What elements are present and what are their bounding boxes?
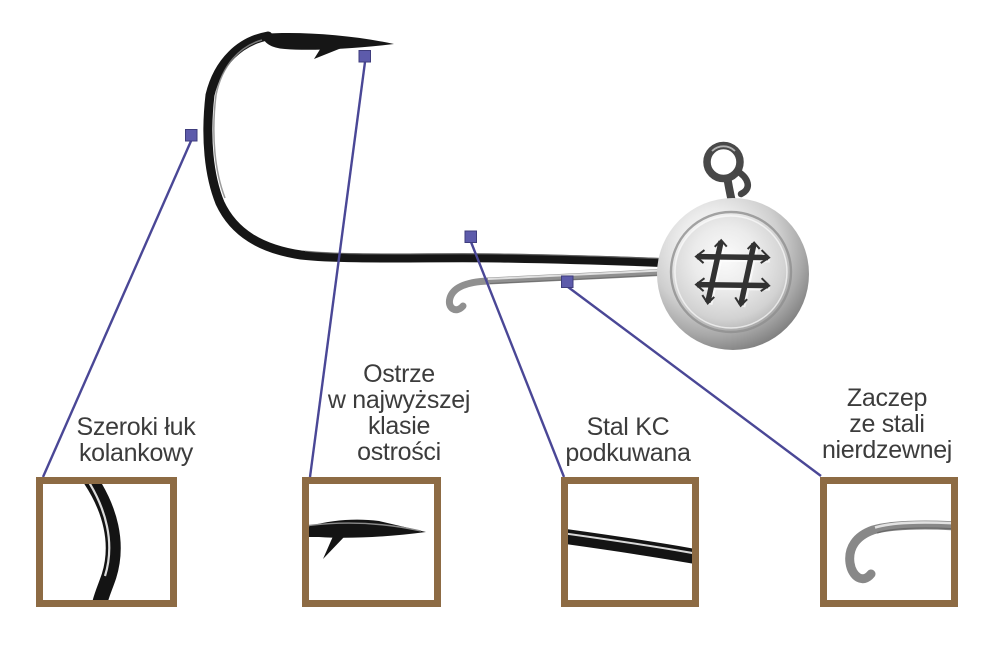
callout-line-point: [308, 61, 367, 478]
callout-marker-bend: [185, 129, 198, 142]
label-line: w najwyższej: [327, 386, 471, 414]
label-line: Szeroki łuk: [76, 413, 196, 441]
callout-markers: [185, 50, 574, 288]
callout-marker-keeper: [561, 275, 574, 288]
callout-label-bend: Szeroki łuk kolankowy: [77, 414, 196, 466]
detail-box-shank: [561, 477, 699, 607]
callout-label-shank: Stal KC podkuwana: [565, 414, 690, 466]
label-line: Zaczep: [846, 384, 928, 412]
hook-body: [203, 31, 679, 268]
detail-bend-image: [84, 484, 121, 600]
label-line: podkuwana: [565, 439, 691, 467]
label-line: ze stali: [849, 410, 925, 438]
hook-point-blade: [262, 33, 394, 50]
label-line: ostrości: [357, 438, 441, 466]
label-line: nierdzewnej: [821, 436, 953, 464]
callout-label-keeper: Zaczep ze stali nierdzewnej: [822, 385, 952, 463]
detail-box-bend: [36, 477, 177, 607]
label-line: klasie: [367, 412, 431, 440]
detail-shank-image: [568, 529, 692, 564]
detail-keeper-image: [845, 520, 951, 584]
detail-box-keeper: [820, 477, 958, 607]
callout-marker-shank: [464, 230, 477, 243]
keeper-wire: [445, 268, 674, 314]
callout-label-point: Ostrze w najwyższej klasie ostrości: [327, 360, 471, 466]
hook-barb: [314, 43, 344, 59]
callout-marker-point: [358, 50, 371, 63]
detail-box-point: [302, 477, 441, 607]
label-line: Ostrze: [363, 360, 435, 388]
jig-head: [657, 198, 809, 350]
label-line: kolankowy: [78, 439, 194, 467]
callout-lines: [41, 61, 822, 478]
callout-line-bend: [41, 140, 193, 478]
label-line: Stal KC: [586, 413, 670, 441]
hash-logo-icon: [694, 238, 771, 308]
callout-line-shank: [469, 241, 566, 478]
detail-point-image: [309, 519, 426, 559]
callout-line-keeper: [567, 286, 822, 477]
